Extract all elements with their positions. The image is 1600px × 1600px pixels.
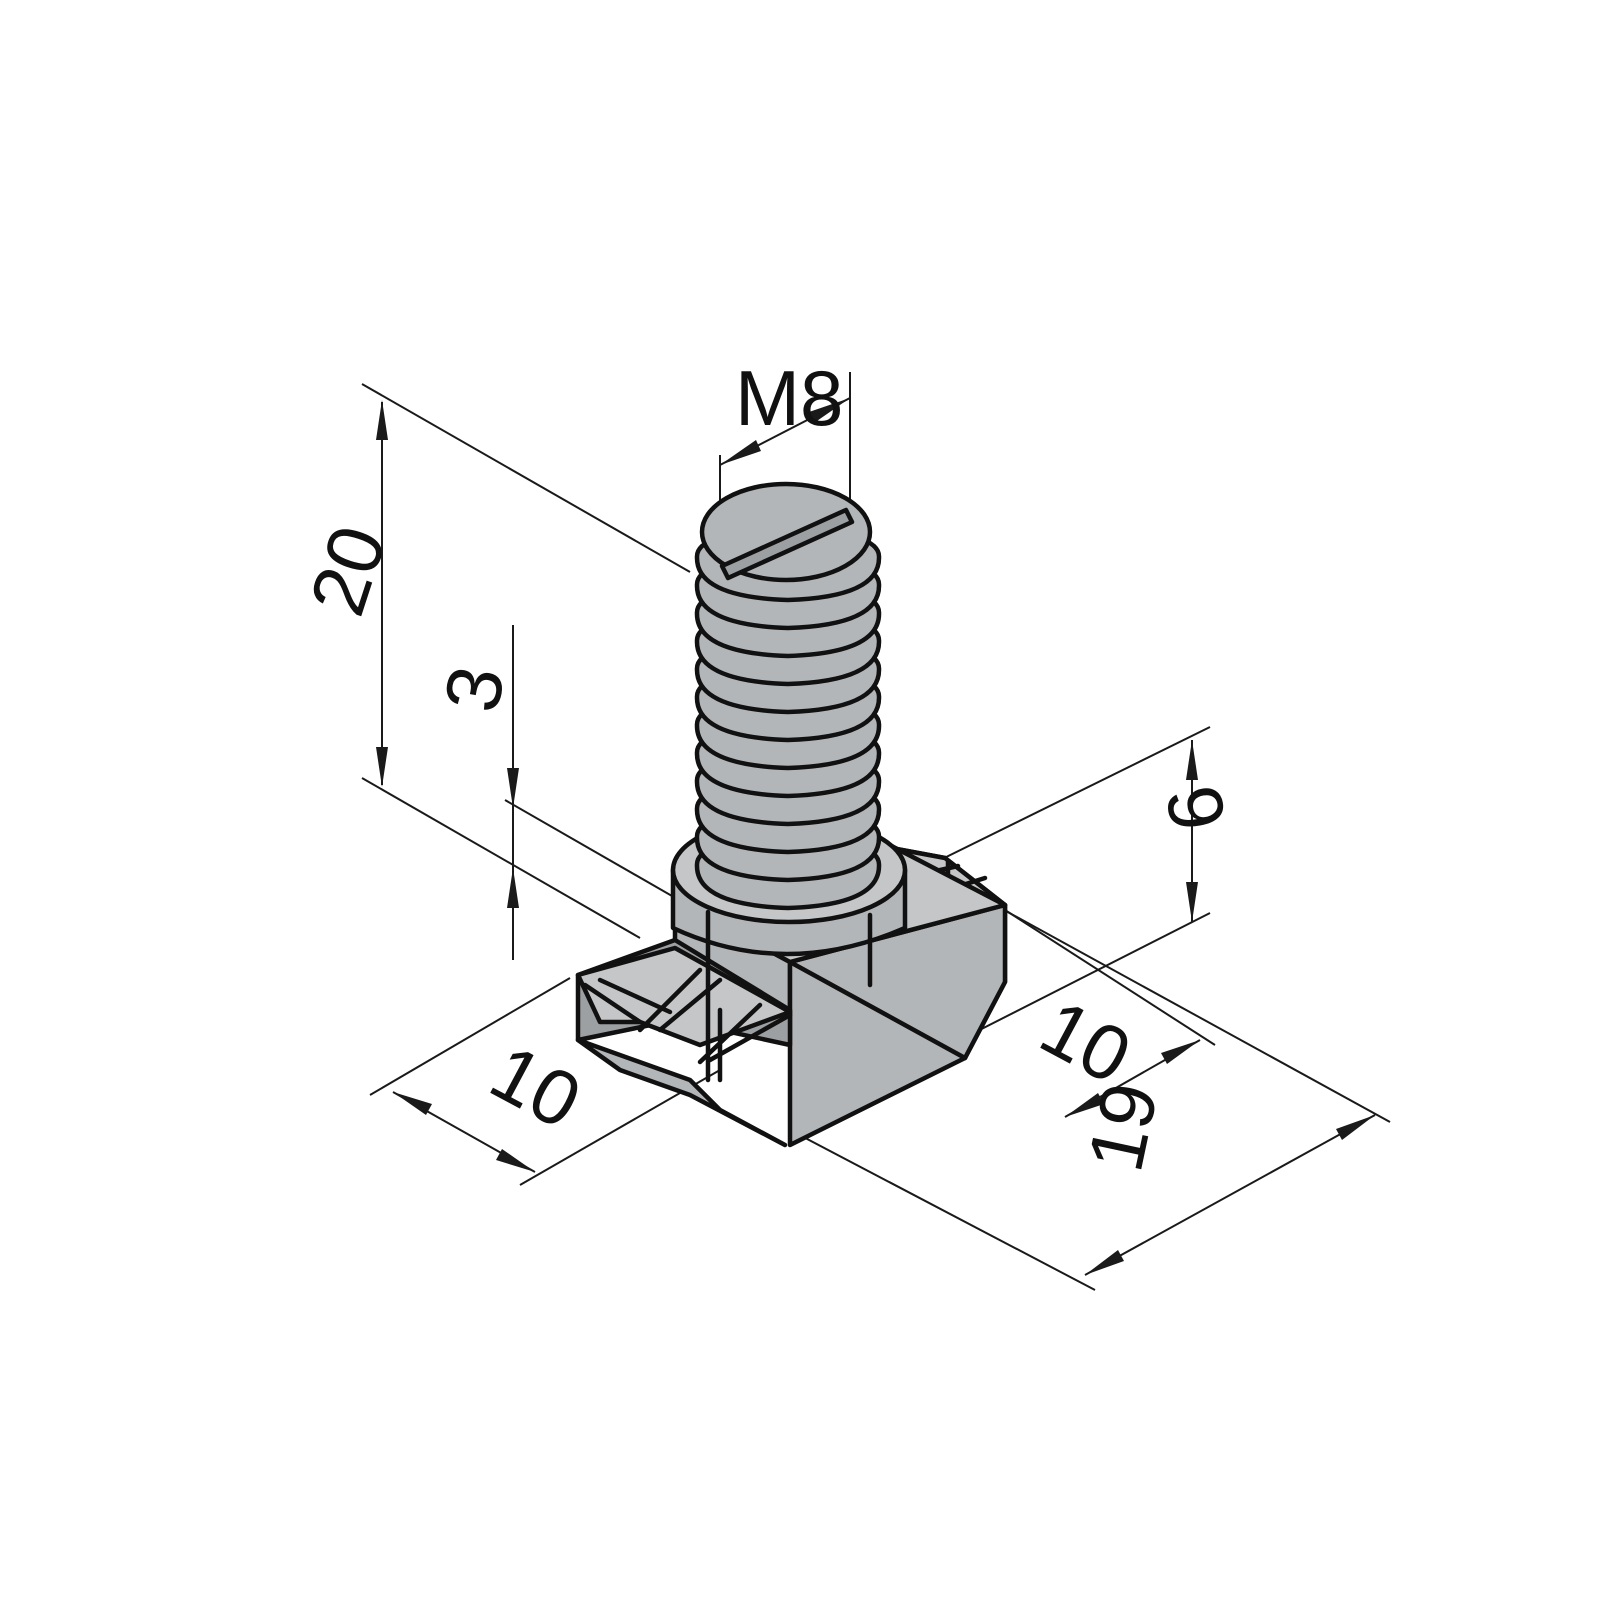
arrow (1336, 1115, 1375, 1140)
arrow (376, 747, 388, 787)
label-length: 20 (292, 516, 403, 626)
label-height: 6 (1149, 779, 1243, 837)
arrow (507, 768, 519, 808)
block-front-edge (787, 959, 968, 1061)
left-wing-top (575, 945, 793, 1048)
t-bolt (575, 481, 1008, 1148)
arrow (393, 1092, 432, 1115)
threaded-shaft (694, 481, 882, 911)
label-head-width: 10 (477, 1027, 595, 1145)
arrow (809, 398, 850, 423)
arrow (1085, 1250, 1124, 1275)
arrow (507, 868, 519, 908)
dim-line-head-length (1084, 1114, 1376, 1276)
arrow (376, 400, 388, 440)
arrow (1065, 1093, 1104, 1117)
arrow (1161, 1040, 1200, 1064)
left-wing-bottom (575, 1037, 788, 1148)
left-wing-ridges (582, 967, 793, 1083)
arrow (720, 440, 761, 465)
label-flange-offset: 3 (427, 660, 521, 718)
label-head-length: 19 (1071, 1075, 1175, 1178)
extension-lines (361, 372, 1391, 1291)
dimension-lines (376, 397, 1376, 1276)
screwdriver-slot (719, 507, 855, 581)
arrow (1186, 882, 1198, 922)
arrow (1186, 740, 1198, 780)
arrow (496, 1149, 535, 1172)
collar-edge (705, 909, 873, 1083)
label-thread-size: M8 (735, 354, 843, 442)
